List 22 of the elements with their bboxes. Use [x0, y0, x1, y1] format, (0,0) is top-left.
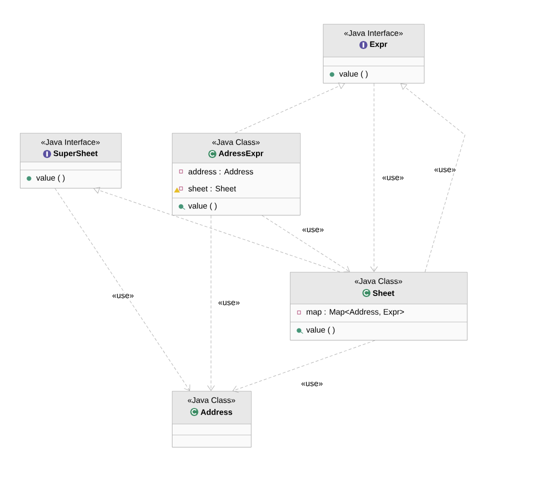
- node-label: value ( ): [306, 326, 335, 334]
- edge-label: «use»: [111, 292, 135, 300]
- dependency-arrow: [207, 215, 215, 391]
- dependency-arrow: [94, 187, 340, 272]
- edge-label: «use»: [217, 300, 241, 306]
- node-label: value ( ): [36, 174, 65, 182]
- edge-label: «use»: [300, 380, 324, 388]
- dependency-arrow: [370, 83, 378, 272]
- dependency-arrow: [262, 215, 350, 272]
- dependency-arrow: [234, 82, 345, 134]
- dependency-arrow: [232, 340, 376, 393]
- dependency-arrow: [400, 83, 466, 272]
- node-label: value ( ): [188, 202, 217, 210]
- dependency-arrow: [54, 188, 190, 391]
- node-label: sheet : Sheet: [188, 186, 236, 192]
- edge-label: «use»: [301, 226, 325, 234]
- node-label: value ( ): [339, 70, 368, 78]
- class-box: «Java Class» Address: [172, 391, 252, 448]
- node-label: map : Map<Address, Expr>: [306, 308, 404, 316]
- node-label: address : Address: [188, 168, 254, 174]
- edge-label: «use»: [433, 166, 457, 174]
- edge-label: «use»: [381, 174, 405, 182]
